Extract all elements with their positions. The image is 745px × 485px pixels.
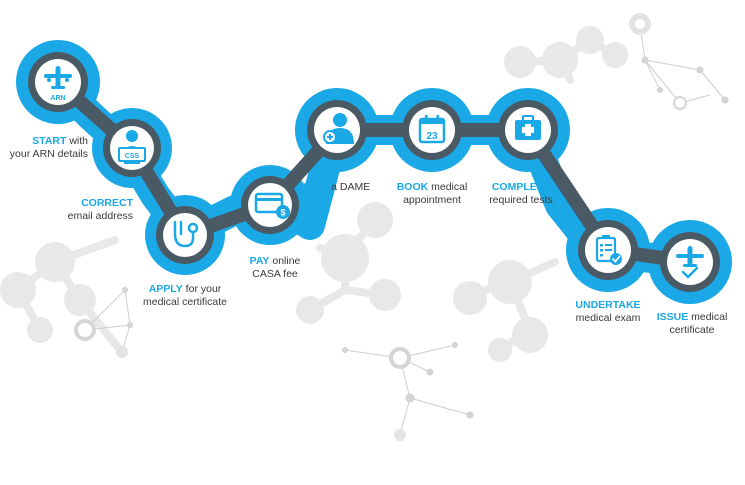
step-correct-label: CORRECT email address: [0, 197, 133, 223]
step-book-text: medical: [428, 181, 468, 193]
calendar-icon-text: 23: [426, 131, 438, 142]
step-issue-label: ISSUE medical certificate: [617, 311, 745, 337]
step-start-label: START with your ARN details: [0, 135, 88, 161]
decorative-network-right: [453, 258, 559, 362]
step-complete-keyword: COMPLETE: [491, 181, 551, 193]
decorative-network-top-right: [504, 26, 628, 84]
step-pay-text: online: [269, 255, 301, 267]
decorative-lines-center: [342, 342, 474, 441]
step-correct-keyword: CORRECT: [81, 197, 133, 209]
step-complete-label: COMPLETE required tests: [446, 181, 596, 207]
step-issue-keyword: ISSUE: [656, 311, 689, 323]
doctor-icon: [323, 113, 354, 144]
step-correct-detail: email address: [67, 210, 133, 222]
checklist-icon: [595, 235, 622, 265]
step-complete-detail: required tests: [489, 194, 553, 206]
calendar-icon: 23: [418, 115, 446, 144]
step-undertake-keyword: UNDERTAKE: [575, 299, 641, 311]
decorative-lines-left: [74, 287, 133, 358]
step-book-label: BOOK medical appointment: [357, 181, 507, 207]
step-undertake-detail: medical exam: [575, 312, 641, 324]
css-monitor-icon: CSS: [118, 130, 146, 164]
css-monitor-icon-text: CSS: [125, 153, 140, 160]
step-find-label: FIND a DAME: [262, 181, 412, 194]
step-apply-label: APPLY for your medical certificate: [110, 283, 260, 309]
step-apply-keyword: APPLY: [148, 283, 183, 295]
step-find-keyword: FIND: [303, 181, 329, 193]
step-book-keyword: BOOK: [396, 181, 429, 193]
step-pay-keyword: PAY: [249, 255, 270, 267]
step-start-detail: your ARN details: [9, 148, 88, 160]
step-apply-detail: medical certificate: [142, 296, 228, 308]
plane-check-icon: [676, 246, 704, 279]
step-issue-text: medical: [688, 311, 728, 323]
step-issue-detail: certificate: [669, 324, 715, 336]
step-undertake-label: UNDERTAKE medical exam: [533, 299, 683, 325]
decorative-lines-top-right: [629, 13, 729, 110]
plane-arn-icon-text: ARN: [50, 95, 65, 102]
credit-card-dollar-icon: $: [254, 192, 290, 219]
step-find-text: a DAME: [328, 181, 371, 193]
step-book-detail: appointment: [403, 194, 461, 206]
step-apply-text: for your: [182, 283, 222, 295]
stethoscope-icon: [173, 220, 199, 248]
step-pay-label: PAY online CASA fee: [200, 255, 350, 281]
plane-arn-icon: ARN: [44, 66, 72, 102]
step-pay-detail: CASA fee: [252, 268, 298, 280]
medical-kit-icon: [515, 115, 541, 140]
step-start-text: with: [66, 135, 88, 147]
step-start-keyword: START: [32, 135, 67, 147]
decorative-network-center: [296, 202, 401, 324]
decorative-network-left: [0, 236, 124, 354]
dollar-icon-text: $: [280, 208, 285, 218]
